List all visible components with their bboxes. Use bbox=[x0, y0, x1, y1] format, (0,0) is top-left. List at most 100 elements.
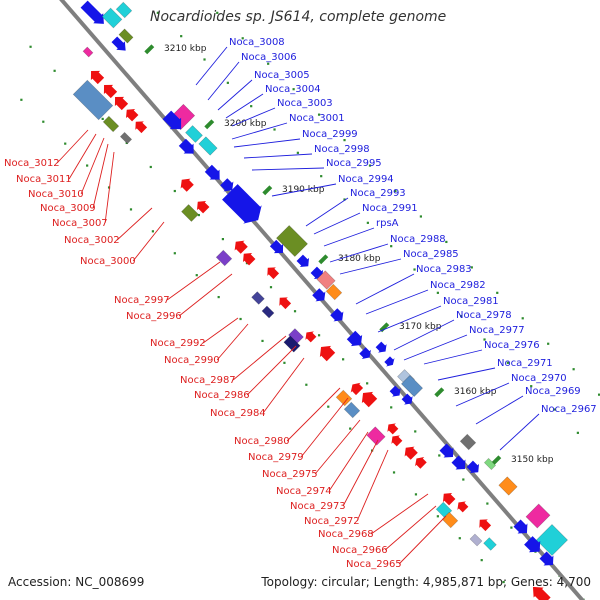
gene-block bbox=[498, 476, 518, 496]
reverse-guide-dot bbox=[101, 117, 104, 120]
forward-guide-dot bbox=[343, 198, 346, 201]
forward-guide-dot bbox=[483, 338, 486, 341]
gene-block bbox=[118, 28, 134, 44]
forward-label-leader bbox=[195, 46, 228, 86]
forward-guide-dot bbox=[366, 221, 369, 224]
gene-arrow-shape bbox=[466, 460, 480, 474]
gene-arrow-shape bbox=[350, 382, 364, 396]
gene-arrow bbox=[404, 446, 418, 460]
gene-arrow-shape bbox=[319, 345, 336, 362]
reverse-guide-dot bbox=[458, 537, 461, 540]
forward-gene-label: Noca_2969 bbox=[525, 386, 581, 397]
reverse-label-leader bbox=[314, 419, 361, 475]
gene-arrow-shape bbox=[234, 240, 248, 254]
gene-block-shape bbox=[343, 401, 361, 419]
reverse-label-leader bbox=[384, 505, 437, 551]
reverse-label-leader bbox=[246, 345, 297, 396]
reverse-guide-dot bbox=[42, 120, 45, 123]
reverse-guide-dot bbox=[64, 142, 67, 145]
scale-tick bbox=[434, 387, 445, 398]
reverse-guide-dot bbox=[390, 406, 393, 409]
gene-arrow bbox=[391, 435, 403, 447]
gene-arrow bbox=[267, 267, 280, 280]
gene-arrow bbox=[114, 96, 129, 111]
reverse-guide-dot bbox=[151, 230, 155, 233]
gene-arrow-shape bbox=[404, 446, 418, 460]
gene-arrow bbox=[319, 345, 336, 362]
reverse-gene-label: Noca_2984 bbox=[210, 408, 266, 419]
gene-arrow bbox=[375, 341, 387, 353]
gene-arrow-shape bbox=[451, 455, 466, 470]
gene-arrow bbox=[451, 455, 466, 470]
forward-label-leader bbox=[499, 413, 540, 451]
gene-block-shape bbox=[536, 524, 568, 556]
reverse-guide-dot bbox=[173, 189, 176, 193]
gene-block bbox=[316, 270, 336, 290]
gene-arrow bbox=[204, 164, 220, 180]
scale-label: 3180 kbp bbox=[338, 254, 381, 264]
gene-arrow bbox=[346, 330, 363, 347]
reverse-guide-dot bbox=[414, 430, 417, 433]
reverse-label-leader bbox=[232, 335, 287, 381]
forward-guide-dot bbox=[576, 431, 579, 434]
gene-arrow bbox=[125, 108, 139, 122]
forward-guide-dot bbox=[506, 361, 509, 364]
forward-gene-label: Noca_3003 bbox=[277, 98, 333, 109]
scale-tick bbox=[491, 455, 502, 466]
gene-block bbox=[343, 401, 361, 419]
gene-arrow-shape bbox=[242, 252, 256, 266]
forward-guide-dot bbox=[180, 35, 183, 38]
reverse-label-leader bbox=[286, 387, 341, 442]
gene-block-shape bbox=[325, 283, 343, 301]
reverse-gene-label: Noca_2990 bbox=[164, 355, 220, 366]
gene-block bbox=[325, 283, 343, 301]
forward-label-leader bbox=[305, 197, 349, 227]
gene-arrow-shape bbox=[267, 267, 280, 280]
gene-arrow-shape bbox=[196, 200, 210, 214]
forward-gene-label: Noca_2995 bbox=[326, 158, 382, 169]
reverse-guide-dot bbox=[20, 98, 23, 101]
reverse-guide-dot bbox=[414, 493, 418, 496]
gene-arrow bbox=[387, 423, 399, 435]
forward-guide-dot bbox=[470, 266, 473, 269]
forward-label-leader bbox=[339, 258, 402, 275]
forward-guide-dot bbox=[343, 139, 346, 142]
gene-block bbox=[283, 335, 301, 353]
gene-arrow bbox=[330, 308, 344, 322]
gene-block bbox=[469, 533, 483, 547]
reverse-label-leader bbox=[132, 221, 165, 262]
forward-guide-dot bbox=[226, 81, 229, 84]
scale-tick bbox=[379, 322, 390, 333]
reverse-guide-dot bbox=[480, 559, 483, 562]
forward-gene-label: Noca_2991 bbox=[362, 203, 418, 214]
gene-block bbox=[82, 46, 94, 58]
gene-block bbox=[536, 524, 568, 556]
gene-arrow-shape bbox=[111, 36, 126, 51]
reverse-guide-dot bbox=[173, 252, 176, 255]
gene-block bbox=[119, 131, 133, 145]
forward-label-leader bbox=[455, 382, 510, 407]
gene-arrow-shape bbox=[180, 178, 194, 192]
reverse-label-leader bbox=[398, 515, 447, 565]
reverse-guide-dot bbox=[349, 427, 352, 430]
gene-arrow bbox=[539, 551, 554, 566]
gene-arrow bbox=[279, 297, 292, 310]
gene-arrow-shape bbox=[391, 435, 403, 447]
reverse-gene-label: Noca_2996 bbox=[126, 311, 182, 322]
reverse-label-leader bbox=[328, 431, 369, 492]
reverse-label-leader bbox=[166, 261, 221, 301]
forward-guide-dot bbox=[496, 291, 499, 294]
gene-block-shape bbox=[261, 305, 275, 319]
gene-arrow bbox=[111, 36, 126, 51]
reverse-guide-dot bbox=[29, 45, 32, 48]
forward-label-leader bbox=[225, 93, 264, 119]
gene-arrow-shape bbox=[415, 457, 427, 469]
forward-guide-dot bbox=[368, 164, 372, 167]
gene-arrow bbox=[479, 519, 492, 532]
forward-guide-dot bbox=[317, 113, 321, 116]
gene-block bbox=[181, 204, 199, 222]
topology-text: Topology: circular; Length: 4,985,871 bp… bbox=[261, 575, 591, 589]
reverse-guide-dot bbox=[436, 515, 439, 518]
reverse-label-leader bbox=[356, 449, 389, 522]
reverse-gene-label: Noca_3002 bbox=[64, 235, 120, 246]
